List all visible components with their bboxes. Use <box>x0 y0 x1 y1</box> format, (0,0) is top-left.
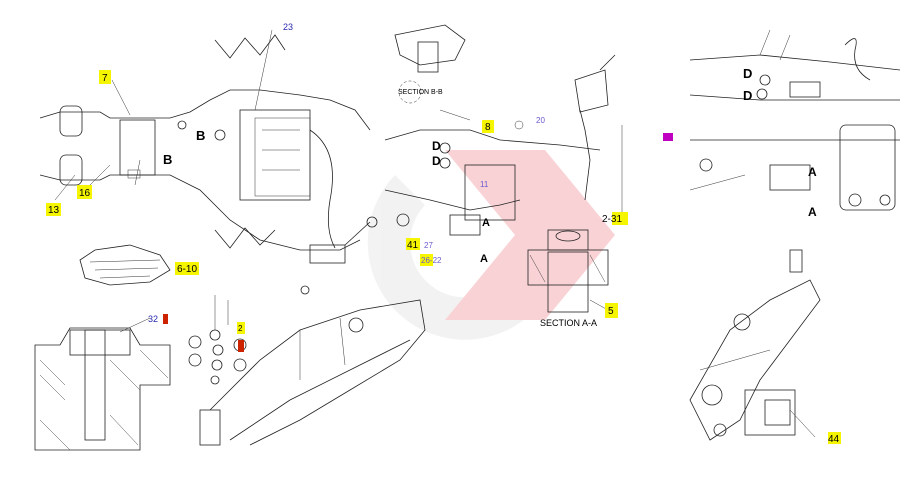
letter-b-marker-2: B <box>163 152 172 167</box>
panel-frame-top-left <box>39 29 378 264</box>
panel-frame-bottom-middle <box>188 285 426 446</box>
callout-27-label: 27 <box>424 241 433 250</box>
panel-frame-top-middle <box>384 24 623 236</box>
callout-7-label: 7 <box>102 73 108 84</box>
callout-11-label: 11 <box>480 180 489 189</box>
callout-23: 23 <box>283 22 293 32</box>
callout-44-label: 44 <box>828 434 840 445</box>
callout-32-label: 32 <box>148 314 158 324</box>
callout-6-10: 6-10 <box>175 262 199 275</box>
callout-41: 41 <box>406 238 420 251</box>
callout-41-label: 41 <box>407 240 419 251</box>
callout-5-label: 5 <box>608 306 614 317</box>
panel-detail-hose <box>79 244 171 286</box>
letter-d-marker: D <box>432 139 441 153</box>
callout-11: 11 <box>480 180 489 189</box>
letter-b-marker: B <box>196 128 205 143</box>
section-bb-label: SECTION B-B <box>398 89 443 96</box>
callout-red-marker <box>238 340 244 352</box>
callout-27: 27 <box>424 241 433 250</box>
callout-26-22: 26-22 <box>420 254 442 266</box>
callout-20: 20 <box>536 116 545 125</box>
callout-16-label: 16 <box>79 188 91 199</box>
callout-2-small-label: 2 <box>238 324 243 333</box>
callout-2-small: 2 <box>237 322 245 334</box>
section-aa-label: SECTION A-A <box>540 318 597 328</box>
letter-a-marker-4: A <box>808 205 817 219</box>
letter-d-marker-4: D <box>743 88 752 103</box>
letter-markers: B B D D A A D D A A <box>163 66 817 265</box>
callout-13-label: 13 <box>48 205 60 216</box>
callout-44: 44 <box>828 432 841 445</box>
callout-20-label: 20 <box>536 116 545 125</box>
callout-2-31-label: 2-31 <box>602 214 622 225</box>
callout-7: 7 <box>99 70 111 84</box>
callout-8-label: 8 <box>485 122 491 133</box>
callout-magenta-marker <box>663 133 673 141</box>
callout-23-label: 23 <box>283 22 293 32</box>
letter-a-marker-2: A <box>480 253 488 265</box>
panel-section-aa <box>527 229 609 313</box>
callout-8: 8 <box>482 120 494 133</box>
panel-frame-top-right <box>689 29 901 211</box>
letter-d-marker-3: D <box>743 66 752 81</box>
callout-5: 5 <box>605 303 618 318</box>
letter-d-marker-2: D <box>432 154 441 168</box>
callout-6-10-label: 6-10 <box>177 264 197 275</box>
callout-13: 13 <box>46 203 61 216</box>
callout-2-31: 2-31 <box>602 212 628 225</box>
callout-26-22-label: 26-22 <box>421 256 442 265</box>
panel-arm-assembly <box>689 249 821 441</box>
panel-cross-section <box>34 317 171 451</box>
logo-watermark <box>367 150 615 340</box>
callout-32: 32 <box>148 314 168 324</box>
callout-16: 16 <box>77 185 92 199</box>
letter-a-marker: A <box>482 217 490 229</box>
letter-a-marker-3: A <box>808 165 817 179</box>
